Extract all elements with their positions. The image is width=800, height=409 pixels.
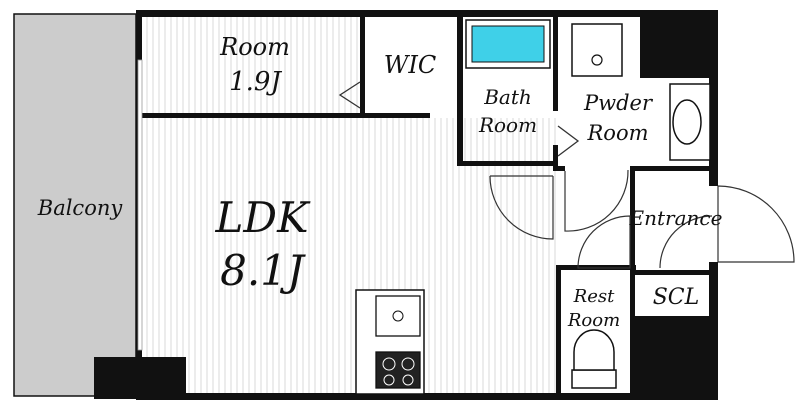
balcony-label: Balcony (37, 196, 124, 220)
balcony-area (13, 13, 137, 397)
walls (94, 10, 718, 400)
bath-label-2: Room (478, 113, 537, 137)
stove-burner-4 (402, 374, 414, 386)
room-floor (140, 16, 362, 116)
ldk-size-label: 8.1J (220, 246, 306, 295)
restroom-toilet-bowl (573, 329, 615, 371)
rest-label-1: Rest (573, 286, 615, 307)
stove-burner-2 (401, 357, 415, 371)
balcony-window (137, 59, 143, 351)
restroom-toilet-tank (571, 369, 617, 389)
entrance-label: Entrance (629, 206, 723, 230)
stove-burner-3 (383, 374, 395, 386)
washbasin (571, 23, 623, 77)
powder-label-2: Room (586, 121, 648, 145)
powder-toilet (672, 99, 702, 145)
ldk-label: LDK (215, 193, 312, 242)
entrance-floor (556, 166, 716, 270)
ldk-floor (140, 118, 556, 396)
bathtub-water (471, 25, 545, 63)
room-size-label: 1.9J (229, 67, 282, 97)
kitchen-stove (375, 351, 421, 389)
rest-label-2: Room (567, 310, 620, 331)
washbasin-drain (591, 54, 603, 66)
kitchen-unit (355, 289, 425, 395)
doors (489, 169, 795, 269)
bath-label-1: Bath (483, 85, 532, 109)
scl-label: SCL (653, 285, 700, 310)
powder-door-marker (557, 125, 580, 157)
room-door-marker (338, 81, 361, 109)
powder-label-1: Pwder (583, 91, 654, 115)
room-label: Room (219, 33, 290, 61)
stove-burner-1 (382, 357, 396, 371)
wic-label: WIC (384, 51, 437, 79)
kitchen-sink-drain (392, 310, 404, 322)
